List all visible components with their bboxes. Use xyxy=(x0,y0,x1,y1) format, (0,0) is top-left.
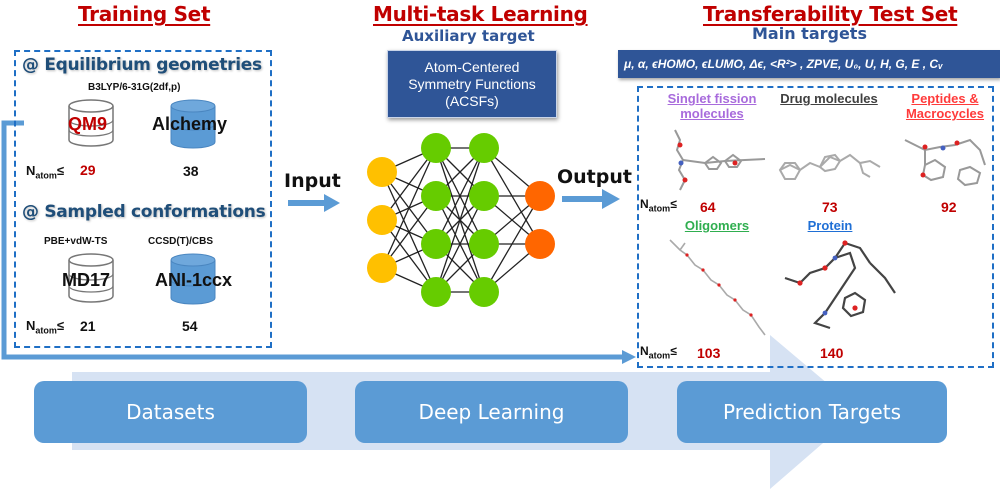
peptide-macrocycle-image xyxy=(904,138,986,187)
nn-node-layer3-1 xyxy=(525,229,555,259)
natom-operator: ≤ xyxy=(56,163,65,178)
peptides-line-2: Macrocycles xyxy=(905,106,985,121)
natom-subscript: atom xyxy=(648,350,671,361)
nn-node-layer2-3 xyxy=(469,277,499,307)
nn-connection-l0-2-0 xyxy=(381,147,437,269)
singlet-fission-line-2: molecules xyxy=(680,106,744,121)
natom-label-test-row1: Natom≤ xyxy=(640,197,677,213)
nn-connection-l1-2-0 xyxy=(435,147,485,245)
ani1ccx-database-icon xyxy=(170,253,216,305)
nn-node-layer3-0 xyxy=(525,181,555,211)
pipeline-step-datasets: Datasets xyxy=(34,381,307,443)
category-singlet-fission-label: Singlet fission molecules xyxy=(652,91,772,121)
nn-connection-l1-3-1 xyxy=(435,195,485,293)
category-peptides-label: Peptides & Macrocycles xyxy=(898,91,992,121)
category-oligomers-label: Oligomers xyxy=(672,218,762,233)
nn-node-layer2-1 xyxy=(469,181,499,211)
protein-line-1: Protein xyxy=(807,218,853,233)
peptides-natom-value: 92 xyxy=(941,199,957,215)
neural-network-diagram xyxy=(367,133,555,307)
md17-label: MD17 xyxy=(62,270,111,290)
nn-node-layer2-2 xyxy=(469,229,499,259)
test-set-box xyxy=(637,86,994,368)
nn-node-layer1-1 xyxy=(421,181,451,211)
qm9-database-icon xyxy=(68,99,114,147)
natom-label-equilibrium: Natom≤ xyxy=(26,163,64,181)
nn-node-layer1-0 xyxy=(421,133,451,163)
acsf-box: Atom-Centered Symmetry Functions (ACSFs) xyxy=(387,50,557,118)
acsf-line-1: Atom-Centered xyxy=(424,58,520,75)
oligomers-natom-value: 103 xyxy=(697,345,721,361)
main-targets-bar: μ, α, ϵHOMO, ϵLUMO, Δϵ, <R²> , ZPVE, U₀,… xyxy=(618,50,1000,78)
transferability-test-set-title: Transferability Test Set xyxy=(703,2,958,26)
category-protein-label: Protein xyxy=(798,218,862,233)
md17-method-label: PBE+vdW-TS xyxy=(44,236,108,247)
qm9-label: QM9 xyxy=(68,114,108,134)
training-set-title: Training Set xyxy=(78,2,211,26)
natom-subscript: atom xyxy=(648,203,671,214)
alchemy-database-icon xyxy=(170,99,216,149)
pipeline-step-deep-learning: Deep Learning xyxy=(355,381,628,443)
singlet-fission-molecule-image xyxy=(674,129,766,191)
output-label: Output xyxy=(557,166,632,188)
nn-connection-l2-3-0 xyxy=(483,195,541,293)
drug-molecules-natom-value: 73 xyxy=(822,199,838,215)
input-label: Input xyxy=(284,170,341,192)
equilibrium-geometries-title: @ Equilibrium geometries xyxy=(22,55,262,75)
equilibrium-method-label: B3LYP/6-31G(2df,p) xyxy=(88,82,181,93)
ani1ccx-natom-value: 54 xyxy=(182,318,198,334)
sampled-conformations-title: @ Sampled conformations xyxy=(22,202,266,222)
drug-molecule-image xyxy=(778,153,881,180)
natom-label-test-row2: Natom≤ xyxy=(640,344,677,360)
ani1ccx-label: ANI-1ccx xyxy=(155,270,233,290)
natom-operator: ≤ xyxy=(670,344,677,358)
auxiliary-target-title: Auxiliary target xyxy=(402,27,535,45)
multi-task-learning-title: Multi-task Learning xyxy=(373,2,588,26)
category-drug-molecules-label: Drug molecules xyxy=(771,91,887,106)
qm9-natom-value: 29 xyxy=(80,162,96,178)
output-arrow xyxy=(562,189,620,209)
natom-symbol: N xyxy=(640,197,649,211)
oligomers-line-1: Oligomers xyxy=(684,218,750,233)
protein-molecule-image xyxy=(784,240,896,330)
md17-database-icon xyxy=(68,253,114,303)
natom-label-sampled: Natom≤ xyxy=(26,318,64,336)
singlet-fission-line-1: Singlet fission xyxy=(667,91,757,106)
natom-subscript: atom xyxy=(35,325,57,336)
pipeline-step-prediction-targets: Prediction Targets xyxy=(677,381,947,443)
natom-symbol: N xyxy=(640,344,649,358)
singlet-fission-natom-value: 64 xyxy=(700,199,716,215)
nn-node-layer1-2 xyxy=(421,229,451,259)
ani1ccx-method-label: CCSD(T)/CBS xyxy=(148,236,213,247)
natom-symbol: N xyxy=(26,318,36,333)
acsf-line-3: (ACSFs) xyxy=(445,92,499,109)
natom-symbol: N xyxy=(26,163,36,178)
natom-subscript: atom xyxy=(35,170,57,181)
nn-node-layer0-0 xyxy=(367,157,397,187)
natom-operator: ≤ xyxy=(670,197,677,211)
oligomer-molecule-image xyxy=(669,239,766,336)
nn-connection-l1-3-0 xyxy=(435,147,485,293)
nn-node-layer0-1 xyxy=(367,205,397,235)
peptides-line-1: Peptides & xyxy=(911,91,979,106)
training-set-box xyxy=(14,50,272,348)
main-targets-title: Main targets xyxy=(752,24,867,43)
nn-node-layer1-3 xyxy=(421,277,451,307)
input-arrow xyxy=(288,194,340,212)
natom-operator: ≤ xyxy=(56,318,65,333)
nn-node-layer2-0 xyxy=(469,133,499,163)
acsf-line-2: Symmetry Functions xyxy=(408,75,536,92)
alchemy-natom-value: 38 xyxy=(183,163,199,179)
protein-natom-value: 140 xyxy=(820,345,844,361)
nn-node-layer0-2 xyxy=(367,253,397,283)
md17-natom-value: 21 xyxy=(80,318,96,334)
drug-molecules-line-1: Drug molecules xyxy=(780,91,878,106)
alchemy-label: Alchemy xyxy=(152,114,228,134)
